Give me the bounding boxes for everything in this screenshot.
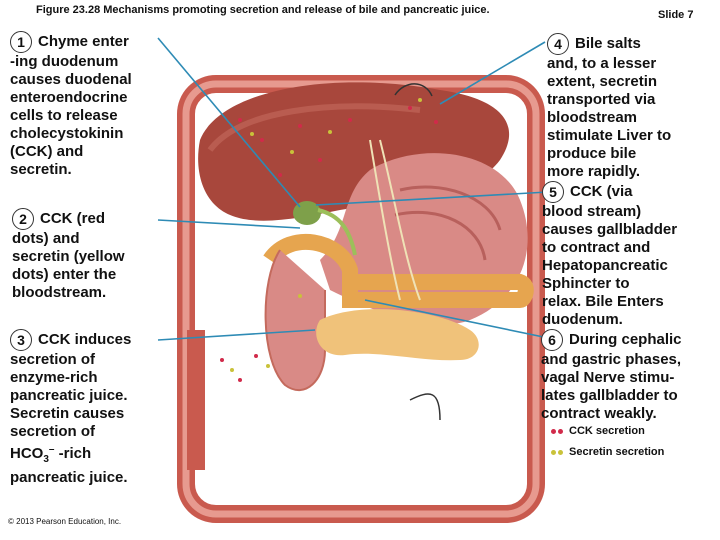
pointer-lines: [157, 37, 559, 341]
figure-title: Figure 23.28 Mechanisms promoting secret…: [36, 4, 490, 16]
legend-cck: CCK secretion: [551, 425, 645, 437]
step-number: 1: [10, 31, 32, 53]
slide-number: Slide 7: [658, 9, 694, 21]
legend-secretin: Secretin secretion: [551, 446, 664, 458]
copyright: © 2013 Pearson Education, Inc.: [8, 517, 122, 526]
cck-dots: [220, 106, 438, 382]
step-number: 2: [12, 208, 34, 230]
step-number: 6: [541, 329, 563, 351]
secretin-dots: [230, 98, 422, 372]
pancreas: [316, 309, 479, 361]
duodenum: [264, 249, 326, 391]
step-number: 3: [10, 329, 32, 351]
cck-dot-icon: [551, 428, 556, 434]
secretin-dot-icon: [551, 449, 556, 455]
step-number: 4: [547, 33, 569, 55]
step-number: 5: [542, 181, 564, 203]
